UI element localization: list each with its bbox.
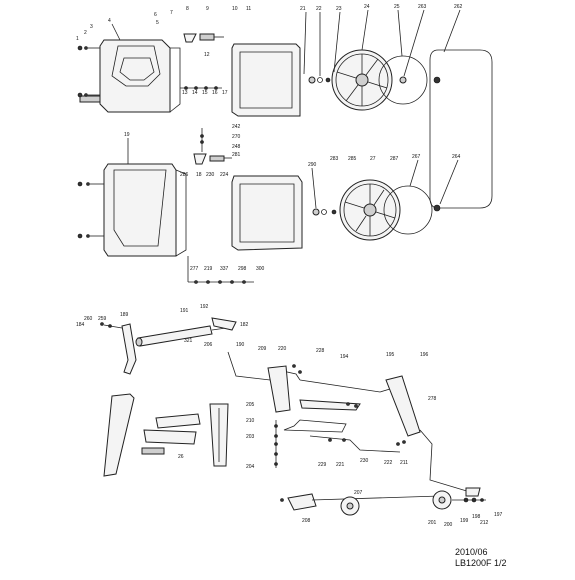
callout-220: 220 (278, 346, 287, 352)
callout-22: 22 (316, 6, 322, 12)
callout-230: 230 (360, 458, 369, 464)
lower-door-frame (231, 175, 303, 251)
callout-287: 287 (390, 156, 399, 162)
callout-285: 285 (348, 156, 357, 162)
drawing-stamp: 2010/06 LB1200F 1/2 (455, 547, 565, 569)
callout-1: 1 (76, 36, 79, 42)
callout-260: 260 (84, 316, 93, 322)
callout-184: 184 (76, 322, 85, 328)
callout-200: 200 (444, 522, 453, 528)
callout-277: 277 (190, 266, 199, 272)
callout-270: 270 (232, 134, 241, 140)
lower-wheel (312, 179, 433, 241)
callout-6: 6 (154, 12, 157, 18)
callout-210: 210 (246, 418, 255, 424)
leader-lines (111, 9, 461, 209)
callout-2: 2 (84, 30, 87, 36)
callout-221: 221 (336, 462, 345, 468)
callout-192: 192 (200, 304, 209, 310)
callout-196: 196 (420, 352, 429, 358)
callout-224: 224 (220, 172, 229, 178)
callout-191: 191 (180, 308, 189, 314)
callout-182: 182 (240, 322, 249, 328)
callout-205: 205 (246, 402, 255, 408)
callout-27: 27 (370, 156, 376, 162)
callout-21: 21 (300, 6, 306, 12)
callout-23: 23 (336, 6, 342, 12)
callout-321: 321 (184, 338, 193, 344)
callout-290: 290 (308, 162, 317, 168)
stand-assembly (100, 317, 486, 516)
callout-11: 11 (246, 6, 251, 12)
callout-19: 19 (124, 132, 130, 138)
callout-189: 189 (120, 312, 129, 318)
callout-337: 337 (220, 266, 229, 272)
callout-298: 298 (238, 266, 247, 272)
callout-228: 228 (316, 348, 325, 354)
callout-278: 278 (428, 396, 437, 402)
callout-24: 24 (364, 4, 370, 10)
callout-201: 201 (428, 520, 437, 526)
callout-26: 26 (178, 454, 184, 460)
callout-8: 8 (186, 6, 189, 12)
callout-281: 281 (232, 152, 241, 158)
callout-18: 18 (196, 172, 202, 178)
callout-230-top: 230 (206, 172, 215, 178)
callout-229: 229 (318, 462, 327, 468)
upper-door-frame (231, 43, 301, 117)
callout-16: 16 (212, 90, 218, 96)
callout-264: 264 (452, 154, 461, 160)
callout-248: 248 (232, 144, 241, 150)
callout-25: 25 (394, 4, 400, 10)
callout-212: 212 (480, 520, 489, 526)
callout-203: 203 (246, 434, 255, 440)
callout-10: 10 (232, 6, 238, 12)
callout-5: 5 (156, 20, 159, 26)
callout-283: 283 (330, 156, 339, 162)
callout-7: 7 (170, 10, 173, 16)
callout-206: 206 (204, 342, 213, 348)
callout-208: 208 (302, 518, 311, 524)
callout-3: 3 (90, 24, 93, 30)
drawing-date: 2010/06 (455, 547, 488, 557)
callout-222: 222 (384, 460, 393, 466)
callout-262: 262 (454, 4, 463, 10)
callout-198: 198 (472, 514, 481, 520)
callout-15: 15 (202, 90, 208, 96)
callout-190: 190 (236, 342, 245, 348)
callout-207: 207 (354, 490, 363, 496)
callout-300: 300 (256, 266, 265, 272)
callout-211: 211 (400, 460, 408, 466)
callout-4: 4 (108, 18, 111, 24)
callout-209-top: 209 (258, 346, 267, 352)
callout-259: 259 (98, 316, 107, 322)
callout-17: 17 (222, 90, 228, 96)
callout-195: 195 (386, 352, 395, 358)
callout-286: 286 (180, 172, 189, 178)
callout-labels: 1 2 3 4 5 6 7 8 9 10 11 12 13 14 15 16 1… (76, 4, 503, 528)
lower-cover-group (77, 128, 254, 284)
callout-14: 14 (192, 90, 198, 96)
callout-13: 13 (182, 90, 188, 96)
callout-9: 9 (206, 6, 209, 12)
callout-194: 194 (340, 354, 349, 360)
upper-wheel (308, 49, 428, 111)
callout-12: 12 (204, 52, 210, 58)
callout-263: 263 (418, 4, 427, 10)
callout-267: 267 (412, 154, 421, 160)
callout-204: 204 (246, 464, 255, 470)
band-saw-blade (429, 49, 493, 212)
callout-199: 199 (460, 518, 469, 524)
drawing-model-page: LB1200F 1/2 (455, 558, 507, 568)
callout-242: 242 (232, 124, 241, 130)
callout-219: 219 (204, 266, 213, 272)
callout-197: 197 (494, 512, 503, 518)
upper-cover-group (77, 33, 224, 113)
